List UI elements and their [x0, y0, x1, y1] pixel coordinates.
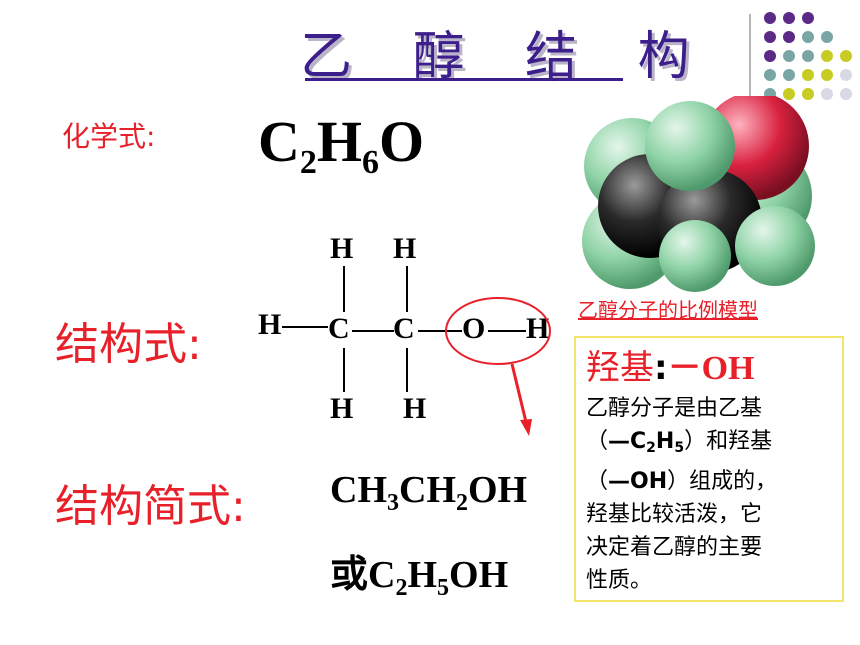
formula-sub-6: 6 — [362, 144, 380, 181]
info-line-2: （—C2H5）和羟基 — [586, 429, 773, 456]
condensed-label: 结构简式: — [55, 481, 246, 532]
bond-o-h — [488, 330, 526, 332]
bond-c1-h-bottom — [343, 348, 345, 392]
decorative-divider — [749, 14, 751, 106]
bond-h-c1 — [282, 326, 328, 328]
dot-row-2 — [764, 31, 833, 43]
hydrogen-atom — [645, 101, 735, 191]
hydroxyl-highlight — [445, 297, 551, 436]
info-line-1: 乙醇分子是由乙基 — [586, 396, 763, 421]
info-line-3: （—OH）组成的， — [586, 469, 778, 494]
info-line-4: 羟基比较活泼，它 — [586, 502, 763, 527]
hydrogen-atom — [659, 220, 731, 292]
structural-label: 结构式: — [55, 319, 202, 370]
info-body: 乙醇分子是由乙基 （—C2H5）和羟基 （—OH）组成的， 羟基比较活泼，它 决… — [586, 392, 836, 597]
dot-row-4 — [764, 69, 852, 81]
info-title-text: 羟基 — [586, 348, 654, 388]
bond-c1-c2 — [352, 330, 394, 332]
model-caption: 乙醇分子的比例模型 — [578, 298, 758, 322]
arrow-shaft — [510, 363, 528, 423]
atom-o: O — [462, 312, 486, 345]
atom-h-left: H — [258, 308, 282, 341]
atom-c2: C — [393, 312, 415, 345]
hydrogen-atom — [735, 206, 815, 286]
hydroxyl-info-box — [574, 336, 844, 602]
decorative-dot-grid-icon — [764, 12, 852, 100]
bond-c2-h-top — [406, 266, 408, 312]
info-line-5: 决定着乙醇的主要 — [586, 535, 763, 560]
bond-c2-o — [418, 330, 462, 332]
condensed-formula-1: CH3CH2OH — [330, 469, 528, 516]
atom-h-top-2: H — [393, 232, 417, 265]
page-title: 乙 醇 结 构 — [300, 27, 712, 87]
atom-h-top-1: H — [330, 232, 354, 265]
title-underline — [305, 78, 623, 81]
formula-hydrogen: H — [316, 109, 363, 174]
atom-c1: C — [328, 312, 350, 345]
condensed-formula-2: 或C2H5OH — [330, 551, 509, 601]
molecule-model-icon — [582, 96, 815, 292]
info-title: 羟基:－OH — [586, 348, 755, 388]
atom-h-bottom-2: H — [403, 392, 427, 425]
atom-h-right: H — [526, 312, 550, 345]
info-line-6: 性质。 — [586, 568, 653, 593]
dot-row-3 — [764, 50, 852, 62]
bond-c2-h-bottom — [406, 348, 408, 392]
molecular-formula: C2H6O — [258, 108, 424, 182]
arrow-head-icon — [520, 419, 532, 436]
hydroxyl-ellipse — [445, 297, 551, 365]
formula-label: 化学式: — [62, 120, 156, 153]
info-title-group: －OH — [667, 350, 755, 387]
atom-h-bottom-1: H — [330, 392, 354, 425]
formula-oxygen: O — [379, 109, 425, 174]
formula-carbon: C — [258, 109, 300, 174]
formula-sub-2: 2 — [299, 144, 317, 181]
bond-c1-h-top — [343, 266, 345, 312]
dot-row-1 — [764, 12, 814, 24]
